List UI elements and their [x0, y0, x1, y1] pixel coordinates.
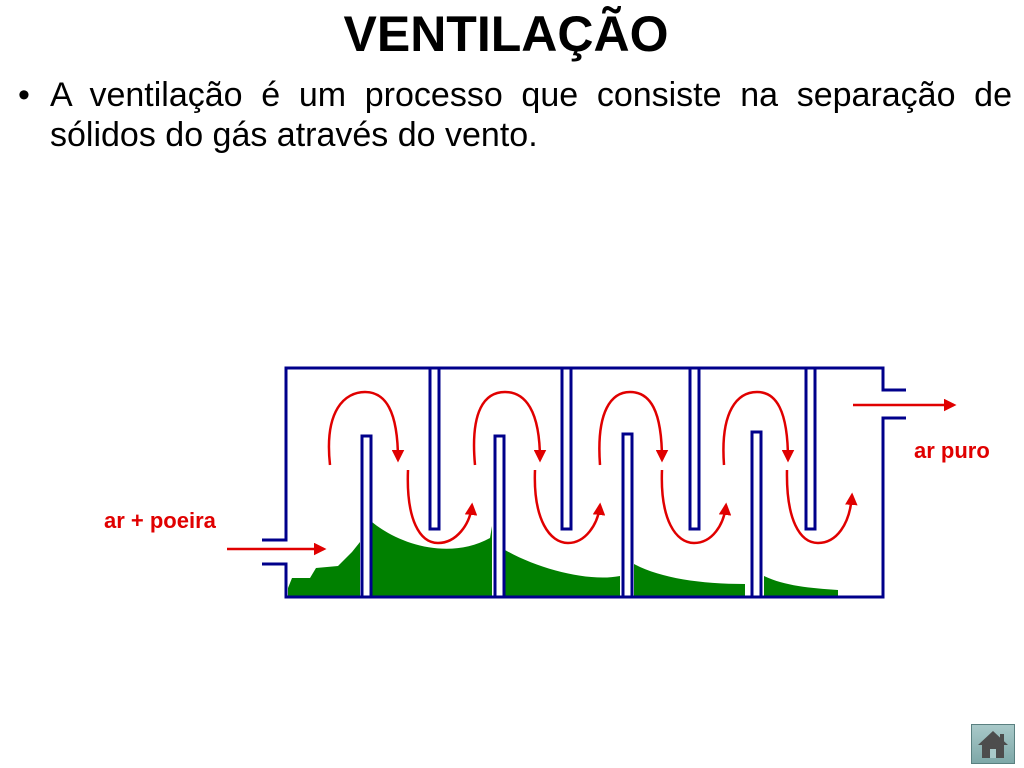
chamber-walls — [262, 366, 906, 599]
bottom-baffle-3 — [621, 432, 634, 599]
flow-loop-down-4 — [785, 469, 858, 545]
outlet-label: ar puro — [914, 438, 990, 463]
slide-title: VENTILAÇÃO — [343, 6, 669, 62]
chamber-outline-lower — [262, 416, 906, 599]
bottom-baffles — [360, 430, 763, 599]
house-icon — [978, 731, 1008, 758]
dust-pile-2 — [372, 522, 492, 596]
flow-loop-down-1 — [406, 469, 478, 545]
flow-loop-up-3 — [598, 390, 669, 466]
top-baffle-4 — [804, 366, 817, 531]
home-button[interactable] — [971, 724, 1015, 764]
top-baffle-1 — [428, 366, 441, 531]
dust-pile-5 — [764, 576, 838, 596]
flow-loop-down-2 — [533, 469, 606, 545]
slide-paragraph: A ventilação é um processo que consiste … — [50, 76, 1012, 154]
flow-loop-down-3 — [660, 469, 732, 545]
dust-pile-4 — [634, 564, 745, 596]
bottom-baffle-2 — [493, 434, 506, 599]
flow-loop-up-1 — [327, 390, 405, 466]
top-baffle-2 — [560, 366, 573, 531]
flow-arrows — [227, 390, 957, 556]
bullet-marker: • — [18, 76, 30, 114]
dust-deposits — [288, 522, 838, 596]
bottom-baffle-4 — [750, 430, 763, 599]
inlet-label: ar + poeira — [104, 508, 216, 533]
chamber-outline — [262, 366, 906, 542]
flow-loop-up-2 — [472, 390, 547, 466]
dust-pile-3 — [505, 550, 620, 596]
flow-loop-up-4 — [722, 390, 795, 466]
top-baffles — [428, 366, 817, 531]
top-baffle-3 — [688, 366, 701, 531]
dust-pile-1 — [288, 542, 360, 596]
bottom-baffle-1 — [360, 434, 373, 599]
